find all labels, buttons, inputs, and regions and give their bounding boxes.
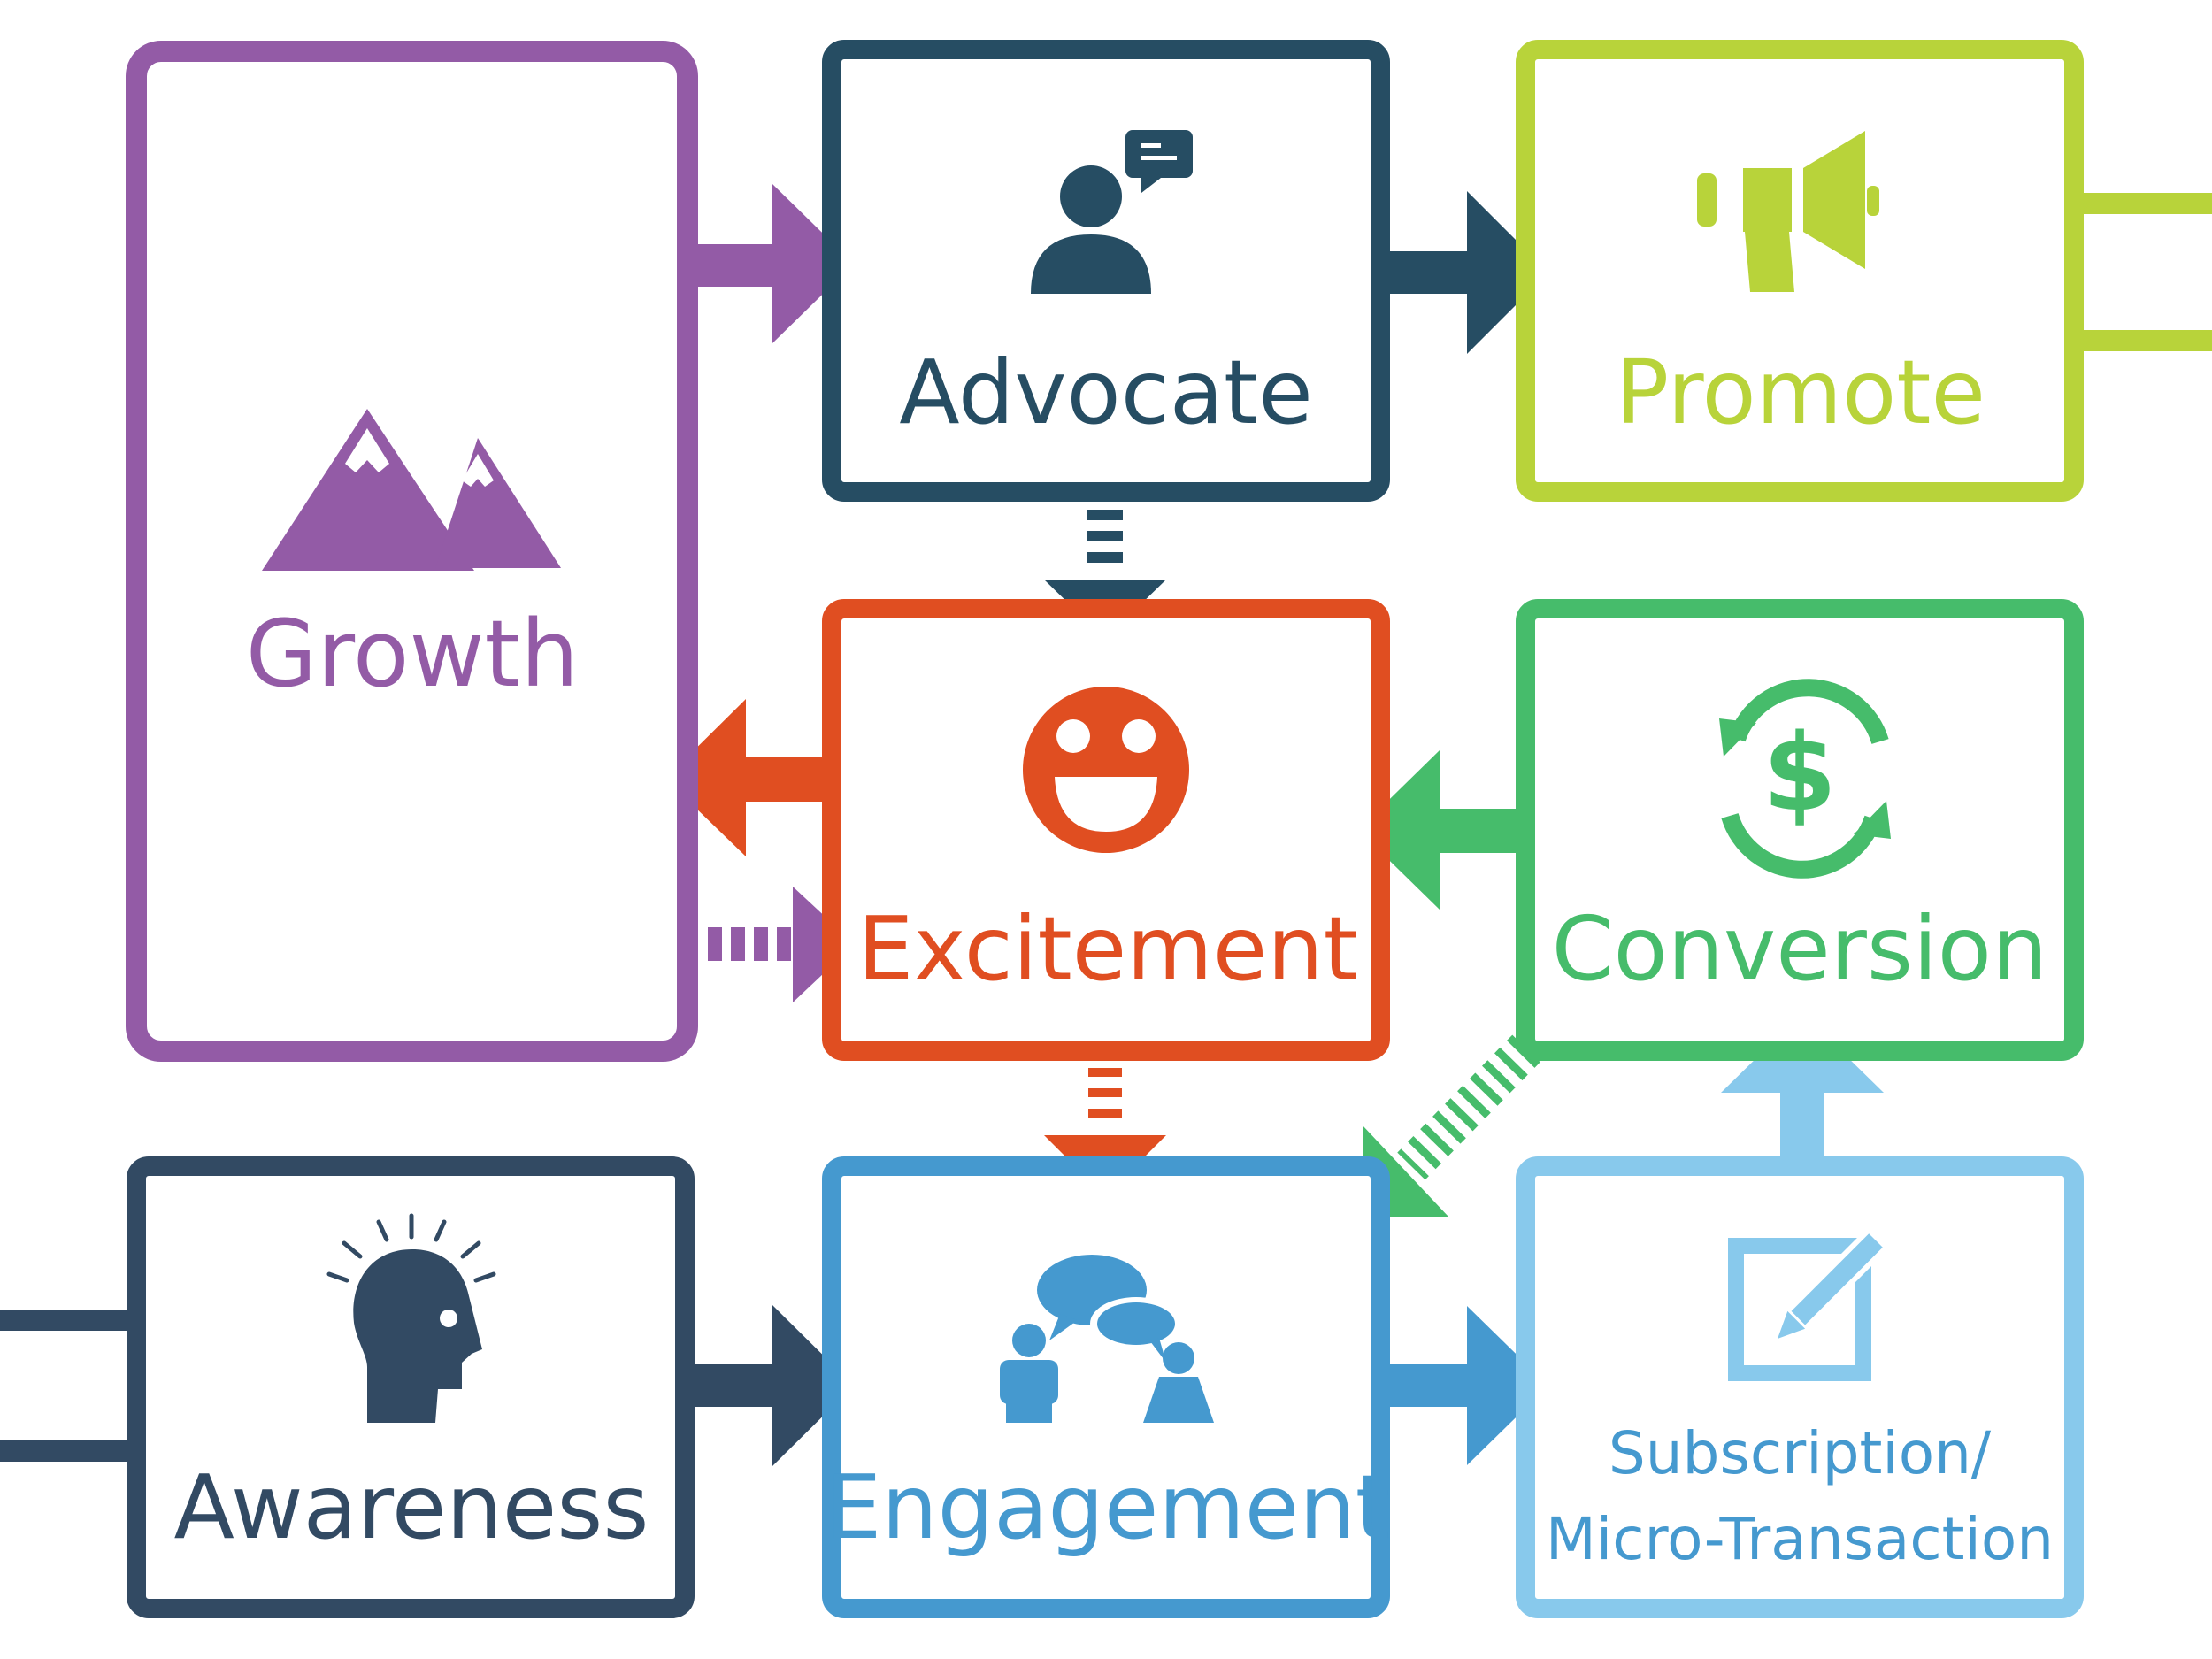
head-idea-icon — [326, 1213, 496, 1423]
subscription-label-line2: Micro-Transaction — [1546, 1505, 2054, 1573]
promote-exit-connector — [2070, 193, 2212, 351]
arrow-engagement-to-subscription — [1387, 1306, 1548, 1465]
conversion-label: Conversion — [1552, 897, 2048, 1001]
edit-pencil-icon — [1728, 1225, 1891, 1381]
smiley-icon — [1023, 687, 1189, 853]
conversion-box — [1516, 599, 2084, 1061]
node-conversion[interactable]: $ Conversion — [1516, 599, 2084, 1061]
arrow-advocate-to-promote — [1387, 191, 1548, 354]
node-growth[interactable]: Growth — [126, 41, 698, 1062]
dollar-cycle-icon: $ — [1719, 679, 1891, 879]
arrow-growth-to-advocate — [690, 184, 854, 343]
people-chat-icon — [1000, 1255, 1214, 1423]
person-speech-icon — [1031, 130, 1193, 294]
awareness-label: Awareness — [174, 1455, 649, 1559]
node-subscription[interactable]: Subscription/ Micro-Transaction — [1516, 1156, 2084, 1618]
excitement-label: Excitement — [857, 897, 1358, 1001]
engagement-box — [822, 1156, 1390, 1618]
growth-label: Growth — [246, 600, 579, 708]
node-awareness[interactable]: Awareness — [127, 1156, 695, 1618]
node-excitement[interactable]: Excitement — [822, 599, 1390, 1061]
promote-label: Promote — [1616, 341, 1985, 444]
node-engagement[interactable]: Engagement — [822, 1156, 1390, 1618]
promote-box — [1516, 40, 2084, 502]
megaphone-icon — [1697, 131, 1879, 292]
subscription-label-line1: Subscription/ — [1609, 1419, 1992, 1487]
engagement-label: Engagement — [826, 1455, 1390, 1559]
mountain-icon — [262, 409, 561, 571]
awareness-entry-connector — [0, 1310, 142, 1462]
arrow-awareness-to-engagement — [690, 1305, 854, 1466]
node-advocate[interactable]: Advocate — [822, 40, 1390, 502]
advocate-label: Advocate — [899, 341, 1312, 444]
node-promote[interactable]: Promote — [1516, 40, 2084, 502]
arrow-excitement-to-growth — [665, 699, 827, 856]
subscription-box — [1516, 1156, 2084, 1618]
svg-text:$: $ — [1763, 712, 1837, 835]
arrow-conversion-to-excitement — [1358, 750, 1529, 910]
